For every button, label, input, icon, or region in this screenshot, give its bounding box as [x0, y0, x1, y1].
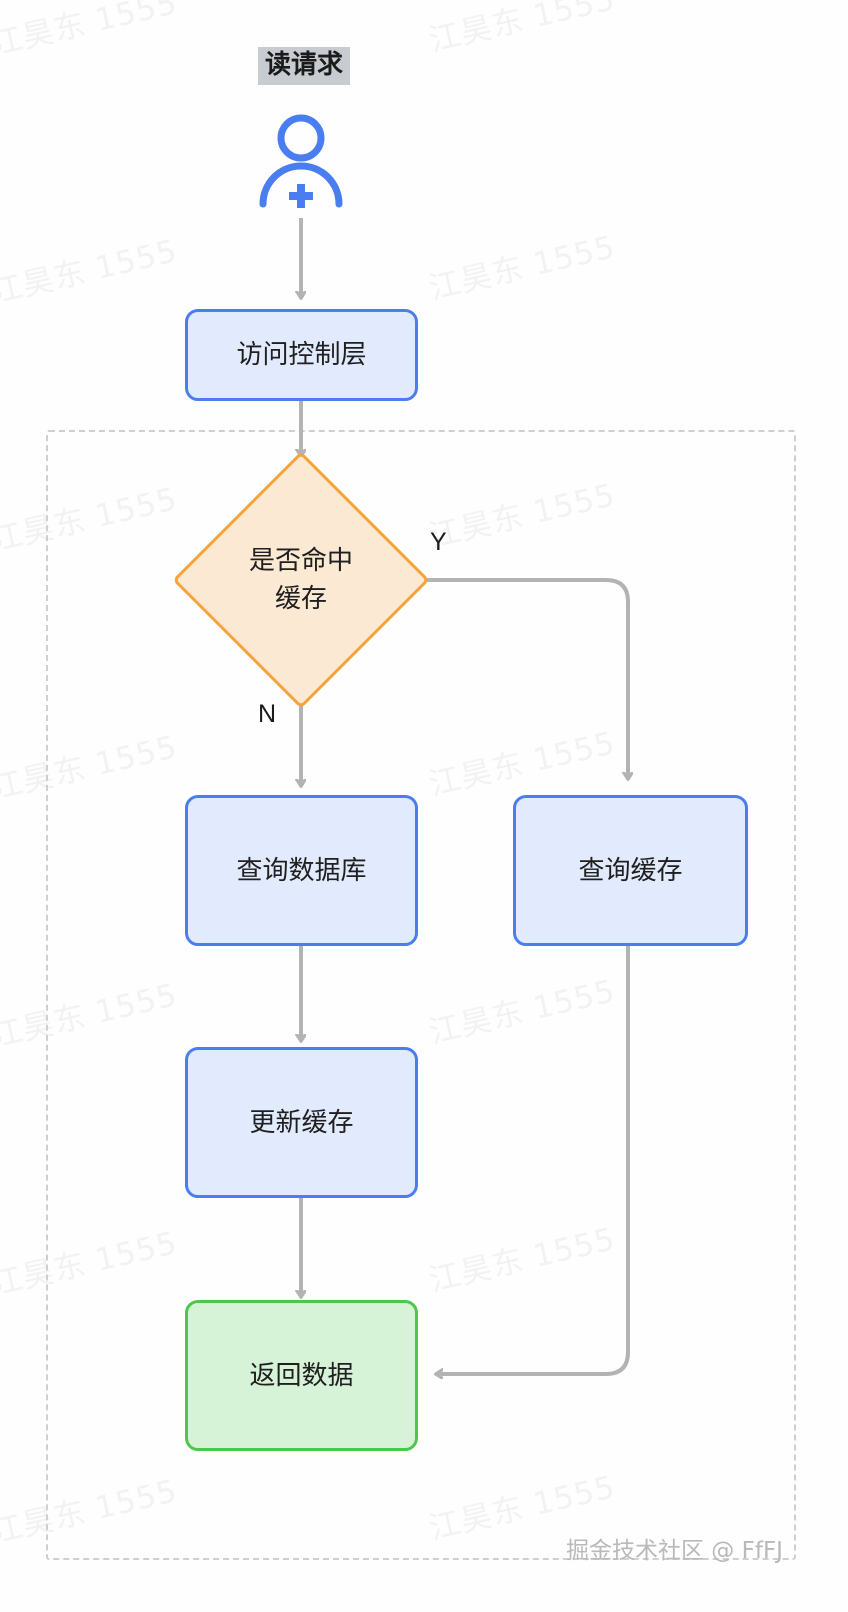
edge-label-no: N [258, 700, 277, 728]
edge-label-yes: Y [430, 528, 447, 556]
node-cache-hit-label: 是否命中 缓存 [248, 545, 353, 613]
page-title: 读请求 [258, 47, 351, 85]
cache-subsystem-group [46, 430, 796, 1560]
node-update-cache[interactable]: 更新缓存 [185, 1047, 418, 1198]
node-access-control[interactable]: 访问控制层 [185, 309, 418, 401]
add-user-icon [252, 112, 350, 212]
node-return-data[interactable]: 返回数据 [185, 1300, 418, 1451]
node-query-database[interactable]: 查询数据库 [185, 795, 418, 946]
node-query-cache[interactable]: 查询缓存 [513, 795, 748, 946]
footer-watermark: 掘金技术社区 @ FfFJ [566, 1538, 783, 1564]
node-cache-hit-decision[interactable]: 是否命中 缓存 [172, 451, 430, 709]
